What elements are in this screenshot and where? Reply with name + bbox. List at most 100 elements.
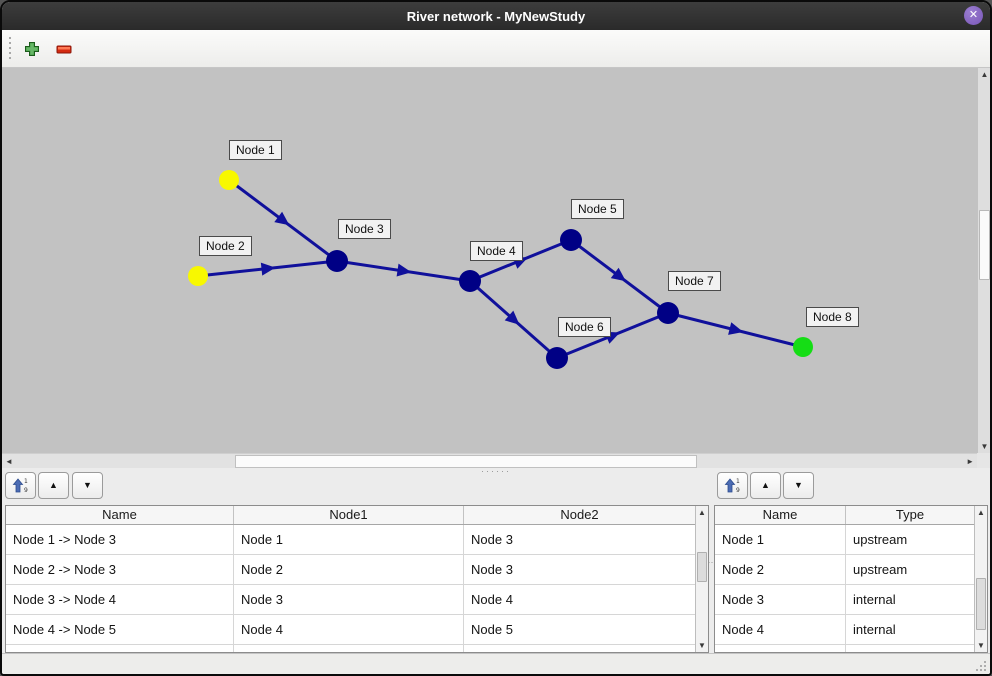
scroll-up-icon[interactable]: ▲ xyxy=(698,508,706,517)
node-label[interactable]: Node 4 xyxy=(470,241,523,261)
nodes-sort-button[interactable]: 1 9 xyxy=(717,472,748,499)
table-cell: upstream xyxy=(853,532,908,547)
canvas-horizontal-scrollbar[interactable]: ◄ ► xyxy=(2,453,977,468)
table-cell: Node 3 xyxy=(715,585,846,614)
table-cell: Node 2 -> Node 3 xyxy=(6,555,234,584)
node-label[interactable]: Node 7 xyxy=(668,271,721,291)
edge-arrow-icon xyxy=(728,322,744,335)
network-node[interactable] xyxy=(657,302,679,324)
scroll-left-icon[interactable]: ◄ xyxy=(5,457,13,466)
network-node[interactable] xyxy=(326,250,348,272)
table-cell: upstream xyxy=(853,562,908,577)
svg-text:9: 9 xyxy=(24,487,28,494)
column-header[interactable]: Node1 xyxy=(234,506,464,524)
table-cell: Node 2 xyxy=(715,555,846,584)
branches-sort-button[interactable]: 1 9 xyxy=(5,472,36,499)
nodes-move-up-button[interactable]: ▲ xyxy=(750,472,781,499)
network-node[interactable] xyxy=(560,229,582,251)
table-cell: Node 1 xyxy=(234,525,464,554)
edge-arrow-icon xyxy=(610,267,626,282)
vertical-splitter[interactable]: ··· xyxy=(707,542,717,582)
scroll-up-icon[interactable]: ▲ xyxy=(980,70,989,79)
splitter-dots: ······ xyxy=(481,466,511,476)
node-label[interactable]: Node 3 xyxy=(338,219,391,239)
node-label[interactable]: Node 2 xyxy=(199,236,252,256)
network-node[interactable] xyxy=(219,170,239,190)
table-cell: internal xyxy=(853,622,896,637)
canvas-vertical-scrollbar[interactable]: ▲ ▼ xyxy=(977,68,990,453)
column-header[interactable]: Name xyxy=(6,506,234,524)
node-label[interactable]: Node 5 xyxy=(571,199,624,219)
column-header[interactable]: Name xyxy=(715,506,846,524)
river-network-canvas[interactable]: Node 1 Node 2 Node 3 Node 4 Node 5 Node 6 Node… xyxy=(2,68,977,453)
sort-ascending-icon: 1 9 xyxy=(12,478,28,494)
node-label[interactable]: Node 6 xyxy=(558,317,611,337)
status-bar xyxy=(2,653,990,674)
nodes-move-down-button[interactable]: ▼ xyxy=(783,472,814,499)
scroll-down-icon[interactable]: ▼ xyxy=(980,442,989,451)
up-triangle-icon: ▲ xyxy=(49,480,58,490)
down-triangle-icon: ▼ xyxy=(794,480,803,490)
node-label[interactable]: Node 8 xyxy=(806,307,859,327)
table-cell: Node 4 xyxy=(234,615,464,644)
table-row[interactable] xyxy=(6,645,695,652)
node-label[interactable]: Node 1 xyxy=(229,140,282,160)
edge-arrow-icon xyxy=(260,262,276,276)
green-plus-icon xyxy=(25,42,39,56)
branches-table-scrollbar[interactable]: ▲ ▼ xyxy=(695,506,708,652)
resize-grip-icon[interactable] xyxy=(974,659,986,671)
table-row[interactable]: Node 4 internal xyxy=(715,615,974,645)
scroll-down-icon[interactable]: ▼ xyxy=(977,641,985,650)
column-header[interactable]: Type xyxy=(895,507,925,522)
nodes-table-scrollbar[interactable]: ▲ ▼ xyxy=(974,506,987,652)
branches-move-up-button[interactable]: ▲ xyxy=(38,472,69,499)
scroll-right-icon[interactable]: ► xyxy=(966,457,974,466)
remove-node-button[interactable] xyxy=(51,36,77,62)
table-scroll-thumb[interactable] xyxy=(976,578,986,630)
svg-text:1: 1 xyxy=(24,478,28,485)
branches-move-down-button[interactable]: ▼ xyxy=(72,472,103,499)
table-scroll-thumb[interactable] xyxy=(697,552,707,582)
main-toolbar xyxy=(2,30,990,68)
title-bar[interactable]: River network - MyNewStudy ✕ xyxy=(2,2,990,30)
network-node[interactable] xyxy=(188,266,208,286)
table-cell: Node 4 xyxy=(715,615,846,644)
svg-text:9: 9 xyxy=(736,487,740,494)
table-cell: Node 4 -> Node 5 xyxy=(6,615,234,644)
close-button[interactable]: ✕ xyxy=(964,6,983,25)
scroll-down-icon[interactable]: ▼ xyxy=(698,641,706,650)
column-header[interactable]: Node2 xyxy=(560,507,599,522)
table-row[interactable] xyxy=(715,645,974,652)
vertical-scroll-thumb[interactable] xyxy=(979,210,990,280)
close-icon: ✕ xyxy=(968,9,979,21)
horizontal-scroll-thumb[interactable] xyxy=(235,455,697,468)
window-title: River network - MyNewStudy xyxy=(406,8,586,24)
scroll-up-icon[interactable]: ▲ xyxy=(977,508,985,517)
network-node[interactable] xyxy=(459,270,481,292)
table-cell xyxy=(464,645,695,652)
table-row[interactable]: Node 2 upstream xyxy=(715,555,974,585)
table-cell: Node 5 xyxy=(471,622,513,637)
add-node-button[interactable] xyxy=(19,36,45,62)
network-node[interactable] xyxy=(793,337,813,357)
horizontal-splitter[interactable]: ······ xyxy=(2,466,990,476)
splitter-dots: ··· xyxy=(707,556,717,567)
network-graph xyxy=(188,170,813,369)
toolbar-drag-handle[interactable] xyxy=(8,37,12,61)
table-cell xyxy=(234,645,464,652)
network-node[interactable] xyxy=(546,347,568,369)
table-cell: Node 2 xyxy=(234,555,464,584)
table-cell: Node 3 xyxy=(471,562,513,577)
svg-text:1: 1 xyxy=(736,478,740,485)
table-cell: Node 3 xyxy=(234,585,464,614)
up-triangle-icon: ▲ xyxy=(761,480,770,490)
